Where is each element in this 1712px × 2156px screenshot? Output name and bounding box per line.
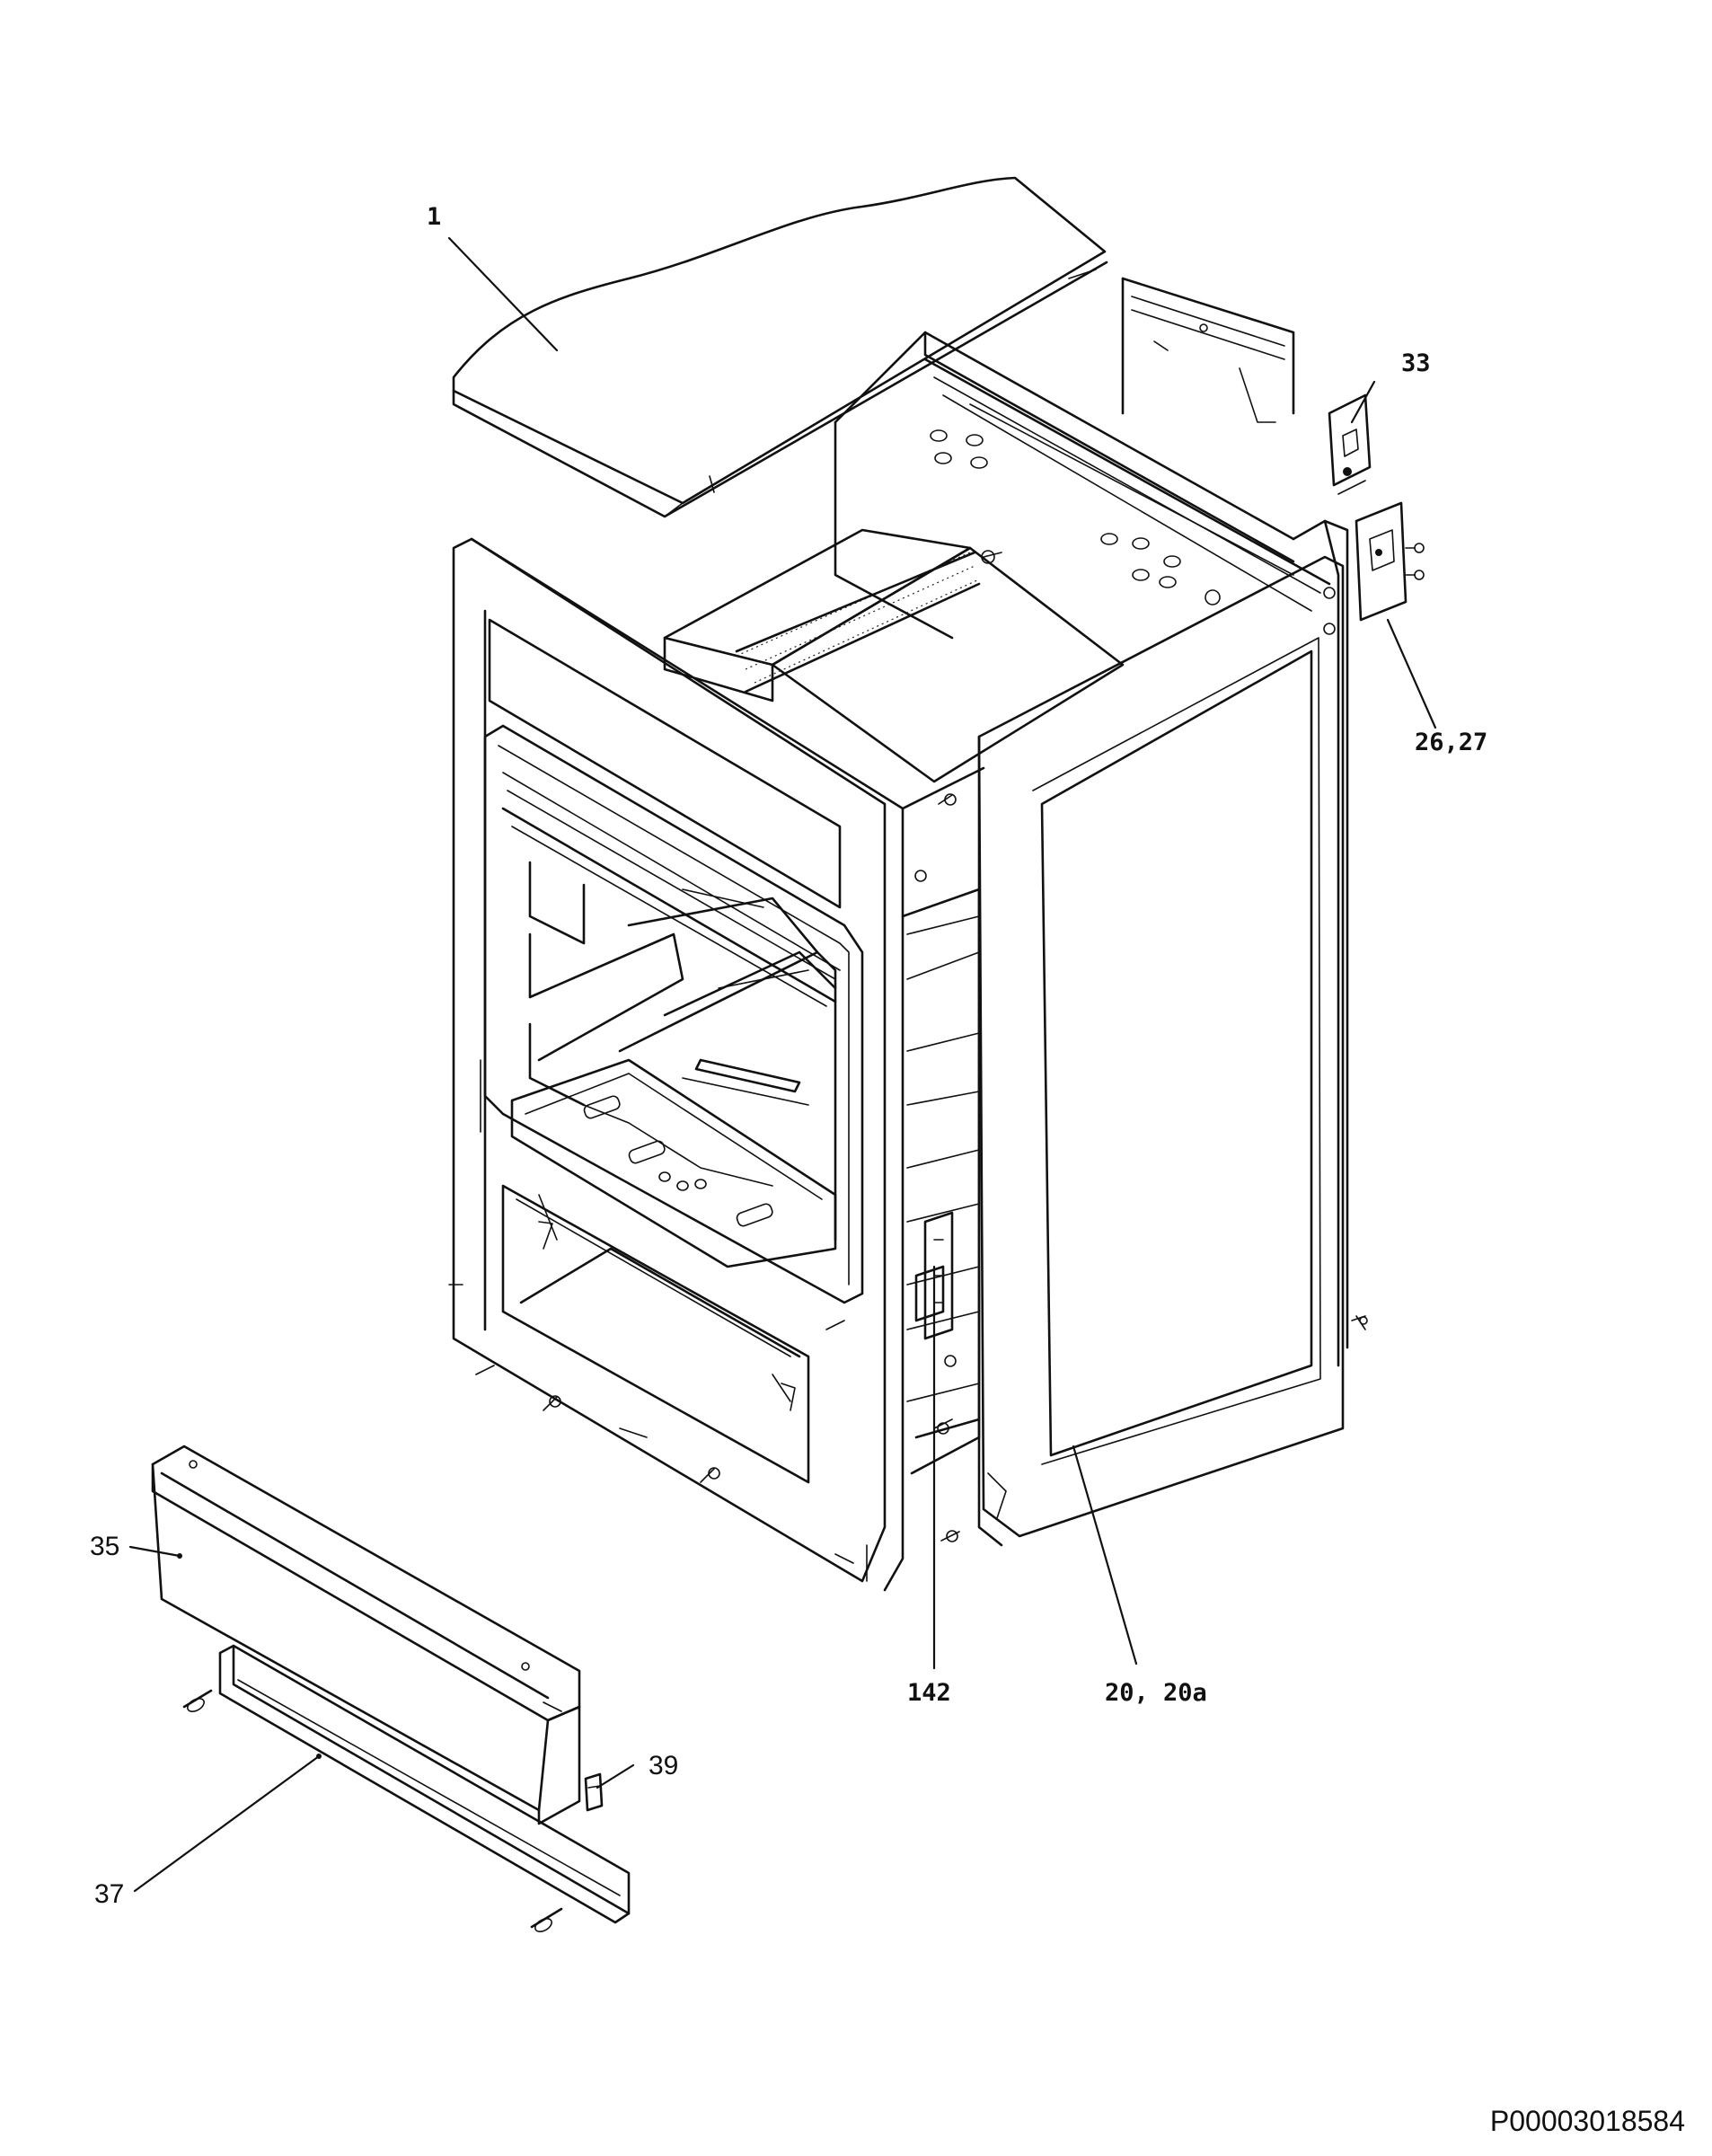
figure-code: P00003018584: [1489, 2105, 1685, 2137]
hinge-bracket-part: [1328, 393, 1372, 495]
side-panel-part: [933, 555, 1368, 1547]
callout-142: 142: [907, 1679, 951, 1707]
callout-39: 39: [649, 1751, 678, 1780]
callout-37: 37: [94, 1879, 124, 1909]
callout-35: 35: [90, 1532, 119, 1561]
hinge-part: [1355, 501, 1425, 622]
plinth-clip-part: [584, 1772, 604, 1812]
callout-26-27: 26,27: [1415, 729, 1487, 756]
callout-20-20a: 20, 20a: [1105, 1679, 1207, 1707]
callout-1: 1: [427, 203, 441, 231]
top-cover-part: [452, 176, 1108, 518]
plinth-panel-part: [151, 1445, 581, 1825]
plinth-strip-part: [182, 1644, 631, 1933]
callout-33: 33: [1401, 349, 1431, 377]
leader-lines: [128, 236, 1437, 1893]
cabinet-frame: [448, 277, 1349, 1592]
